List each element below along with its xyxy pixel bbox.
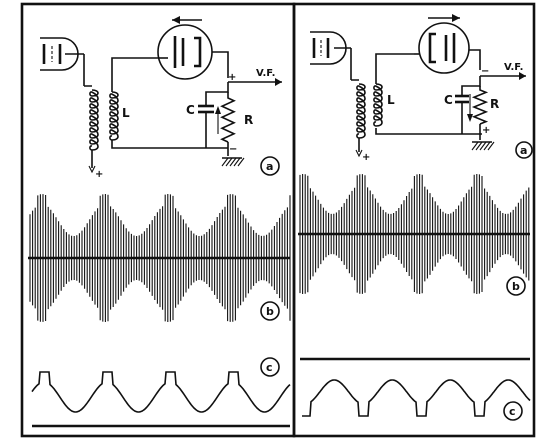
right-label-c-circle (503, 401, 523, 421)
right-wave-c-line (302, 379, 531, 417)
left-resistor-icon (220, 92, 236, 143)
left-label-c-circle (260, 357, 280, 377)
right-current-arrow-icon (428, 14, 460, 22)
right-label-c: c (509, 405, 516, 418)
left-label-b: b (266, 305, 274, 318)
right-detected-waveform: c (300, 357, 531, 421)
left-output-arrow-icon (275, 78, 282, 86)
left-diode-tube-icon (157, 24, 229, 80)
left-label-b-circle (260, 301, 280, 321)
right-label-b: b (512, 280, 520, 293)
right-primary-coil-icon (351, 79, 366, 139)
left-inductor-label: L (122, 106, 130, 120)
left-panel-frame (20, 2, 296, 438)
left-detected-waveform: c (31, 357, 291, 428)
right-wire-bottom (375, 128, 482, 135)
left-supply-arrow-icon (88, 165, 96, 174)
right-label-a-circle (515, 141, 533, 159)
left-wave-c-line (31, 371, 291, 413)
right-driver-tube-icon (310, 31, 352, 80)
left-modulated-waveform: b (28, 194, 291, 322)
left-wire-top (111, 57, 158, 92)
right-circuit: + L V.F. − C R + (310, 14, 533, 163)
right-label-a: a (520, 144, 527, 157)
right-supply-plus: + (362, 152, 370, 163)
right-output-label: V.F. (504, 62, 523, 73)
left-label-a: a (266, 160, 273, 173)
left-voltage-arrow-icon (215, 106, 221, 114)
left-primary-coil-icon (84, 85, 99, 151)
left-secondary-coil-icon (109, 91, 119, 141)
left-supply-plus: + (95, 169, 103, 180)
left-label-c: c (266, 361, 273, 374)
left-plus-top: + (228, 72, 236, 83)
right-label-b-circle (506, 276, 526, 296)
left-output-label: V.F. (256, 68, 275, 79)
left-capacitor-label: C (186, 103, 195, 117)
right-panel-frame (292, 2, 536, 438)
left-minus-bottom: − (229, 144, 237, 155)
right-secondary-coil-icon (373, 83, 383, 127)
right-wire-top (375, 53, 414, 84)
right-ground-hatch (471, 141, 495, 151)
right-diode-tube-icon (414, 22, 481, 74)
right-cap-lead-top (461, 76, 481, 96)
left-label-a-circle (260, 156, 280, 176)
left-circuit: + L V.F. + C (40, 16, 282, 180)
right-inductor-label: L (387, 93, 395, 107)
left-resistor-label: R (244, 113, 253, 127)
right-modulated-waveform: b (298, 174, 530, 296)
right-supply-arrow-icon (355, 149, 363, 158)
left-wire-bottom (111, 140, 228, 149)
right-minus-top: − (481, 66, 489, 77)
left-ground-hatch (221, 157, 245, 167)
right-resistor-label: R (490, 97, 499, 111)
right-output-arrow-icon (519, 72, 526, 80)
right-capacitor-label: C (444, 93, 453, 107)
right-resistor-icon (471, 86, 489, 125)
left-cap-lead-top (205, 82, 229, 106)
left-current-arrow-icon (172, 16, 202, 24)
right-voltage-arrow-icon (467, 114, 473, 122)
right-plus-bottom: + (482, 125, 490, 136)
left-driver-tube-icon (40, 37, 85, 86)
